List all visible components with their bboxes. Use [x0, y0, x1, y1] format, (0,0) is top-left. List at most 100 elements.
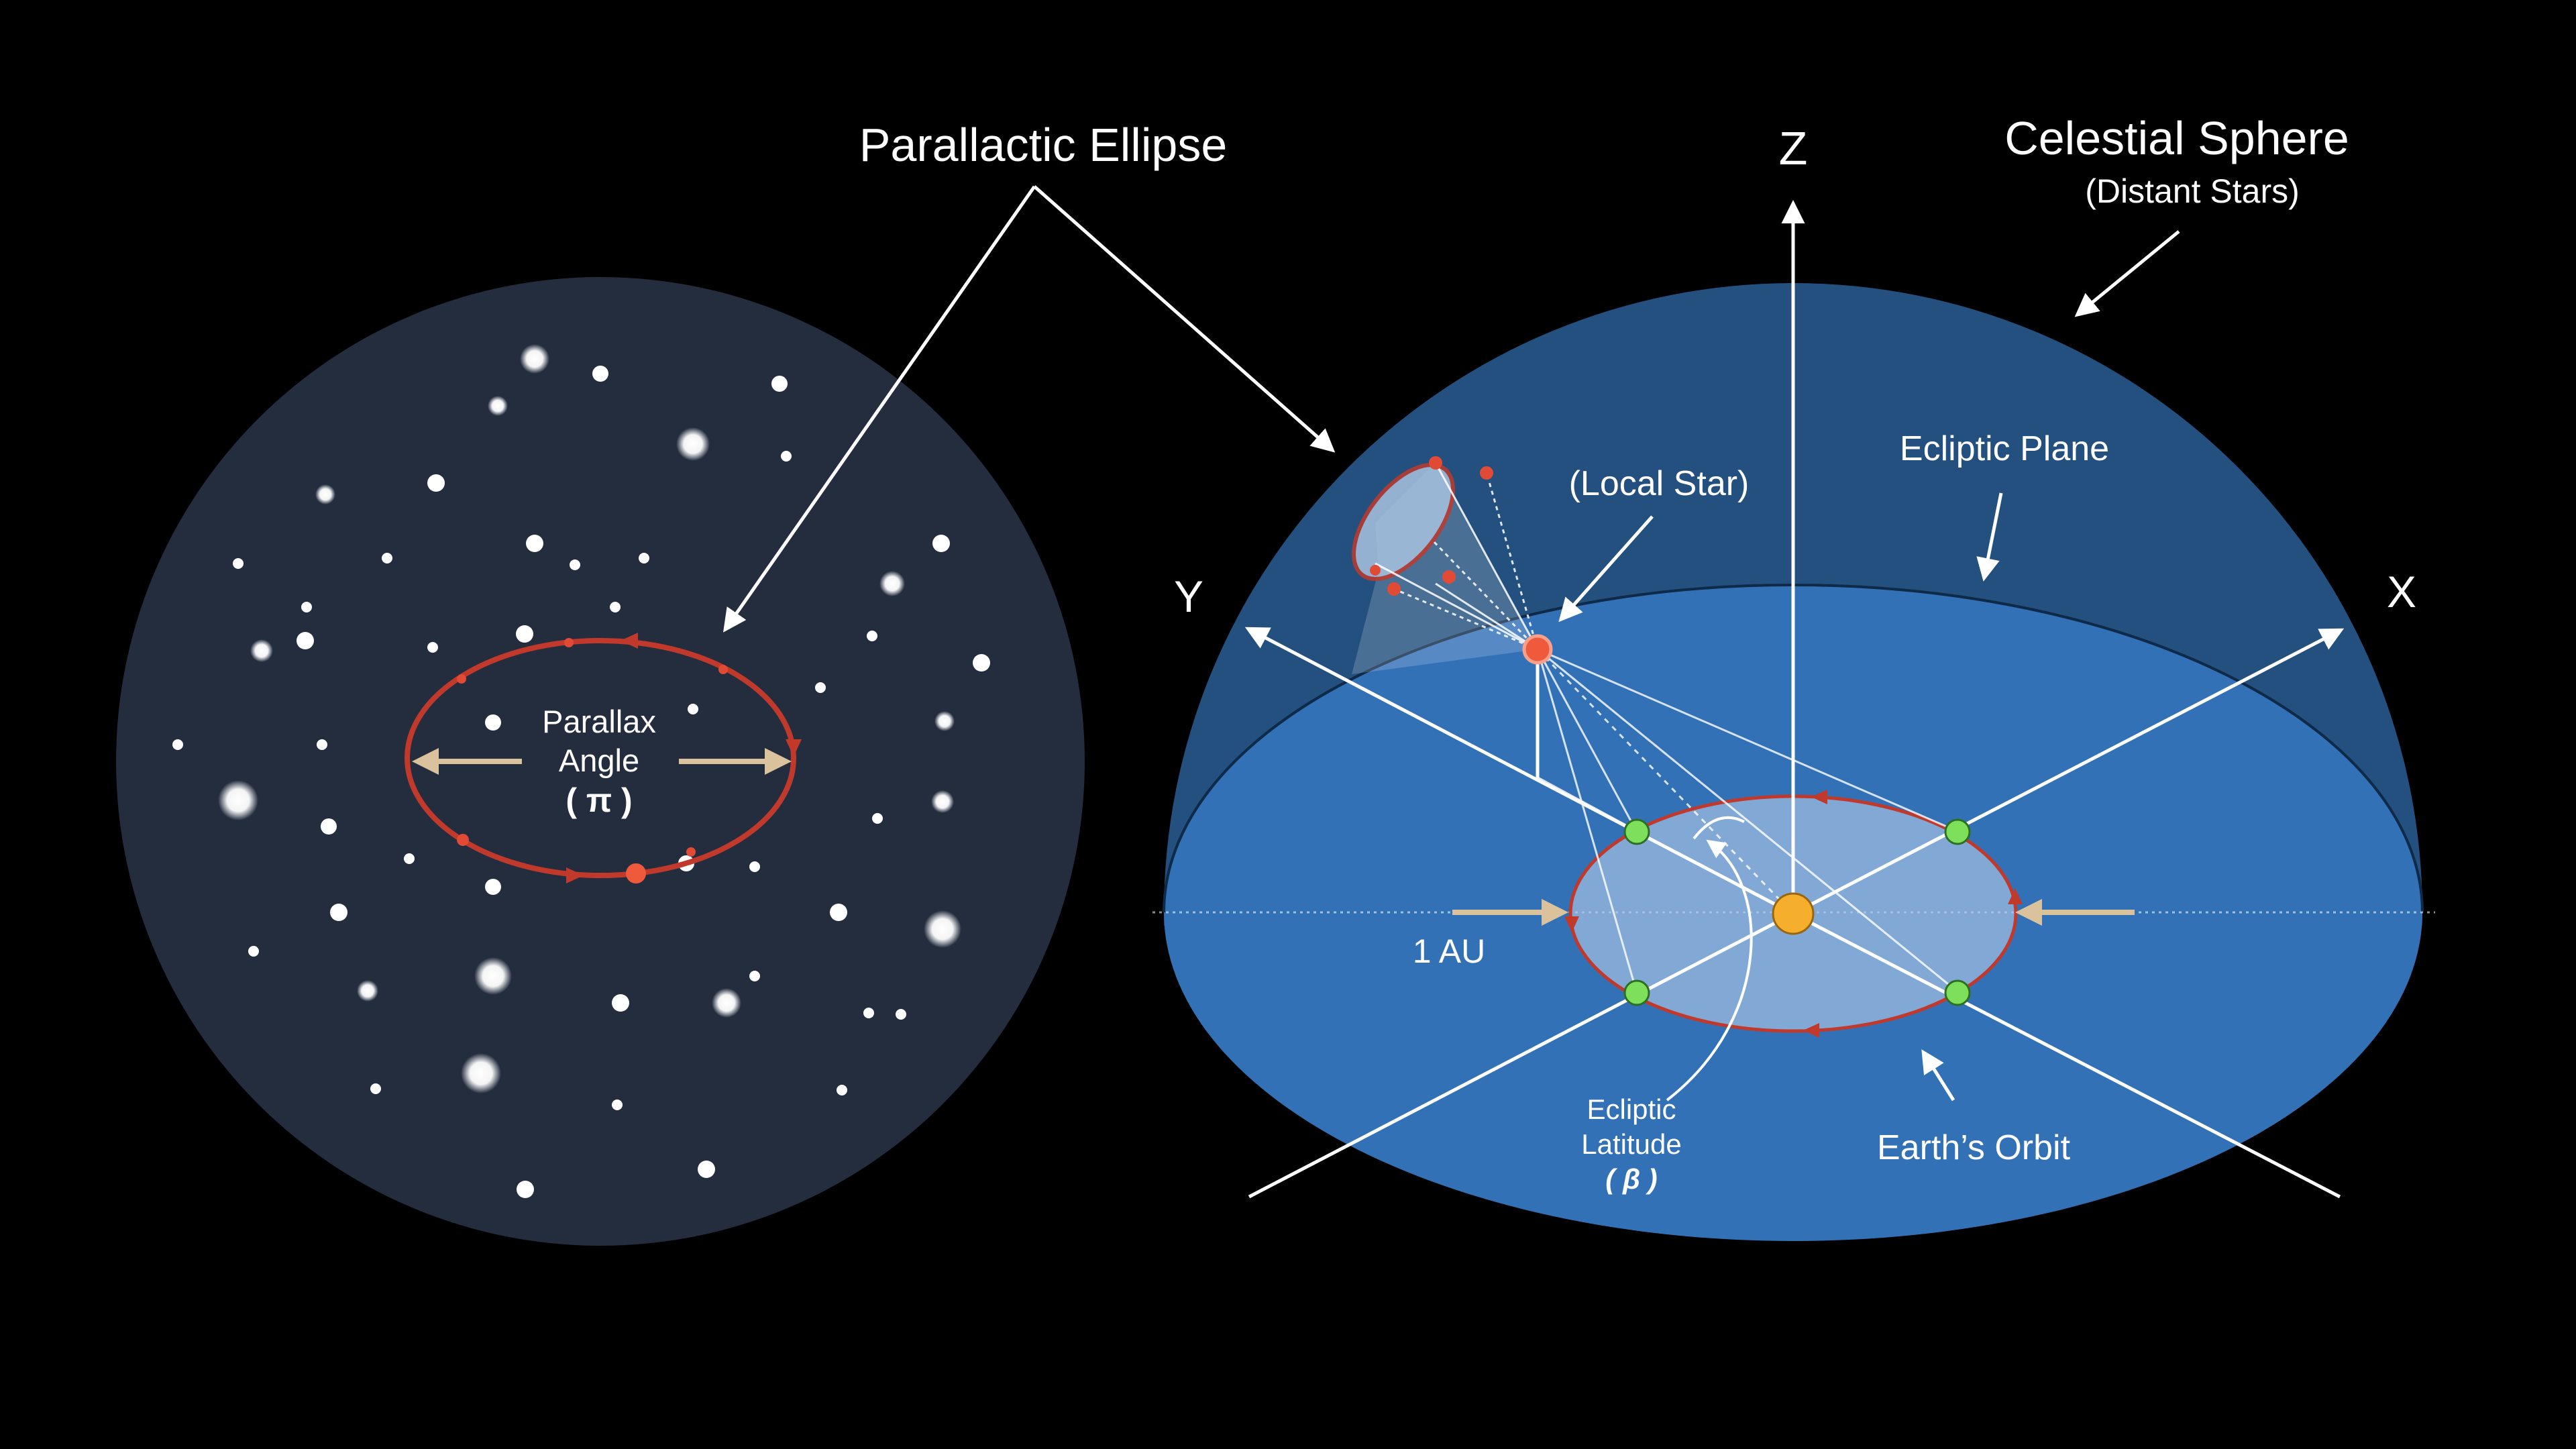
- background-star: [771, 376, 788, 392]
- distant-stars-subtitle: (Distant Stars): [2085, 172, 2300, 210]
- ecliptic-latitude-arc: [1693, 816, 1745, 840]
- orbit-direction-arrow: [1811, 790, 1827, 804]
- background-star: [712, 988, 741, 1018]
- background-star: [301, 602, 312, 612]
- background-star: [639, 553, 649, 564]
- background-star: [233, 558, 244, 569]
- background-star: [315, 484, 335, 504]
- local-star-label: (Local Star): [1569, 464, 1750, 503]
- background-star: [973, 654, 990, 672]
- orbit-direction-arrow: [621, 633, 638, 649]
- background-star: [698, 1161, 715, 1178]
- projection-rays: [1375, 462, 1539, 651]
- x-axis-negative: [1792, 912, 2341, 1199]
- pi-symbol-label: ( π ): [566, 782, 632, 819]
- background-star: [570, 559, 580, 570]
- background-star: [404, 853, 415, 864]
- background-star: [382, 553, 392, 564]
- background-star: [872, 813, 883, 824]
- sky-disc: [116, 277, 1085, 1246]
- callout-line-right: [1033, 185, 1336, 453]
- star-position-dot: [457, 834, 469, 846]
- background-star: [485, 714, 501, 731]
- background-star: [520, 344, 549, 374]
- background-star: [474, 957, 512, 995]
- background-star: [516, 625, 533, 643]
- background-star: [526, 535, 543, 552]
- background-star: [297, 632, 314, 649]
- background-star: [317, 739, 327, 750]
- parallactic-ellipse-projected: [1352, 462, 1455, 582]
- background-star: [676, 427, 710, 461]
- x-axis: [1792, 628, 2345, 916]
- background-star: [250, 639, 273, 662]
- background-star: [932, 535, 950, 552]
- orbit-direction-arrow: [786, 739, 802, 757]
- star-position-dot: [1429, 456, 1442, 470]
- earth-position: [1944, 818, 1971, 845]
- y-axis: [1244, 627, 1794, 916]
- background-star: [837, 1085, 847, 1095]
- angle-label: Angle: [559, 743, 639, 778]
- sight-lines: [1536, 648, 1960, 994]
- local-star-marker: [626, 863, 646, 883]
- local-star: [1522, 634, 1553, 665]
- background-star: [357, 980, 378, 1002]
- orbit-direction-arrow: [1803, 1023, 1819, 1038]
- background-star: [749, 861, 760, 872]
- star-position-dot: [1442, 570, 1456, 584]
- background-star: [815, 682, 826, 693]
- z-axis-label: Z: [1779, 122, 1808, 174]
- background-star: [485, 879, 501, 895]
- star-position-dot: [718, 665, 728, 674]
- ecliptic-latitude-label-line1: Ecliptic: [1587, 1093, 1676, 1125]
- star-position-dot: [1387, 582, 1401, 596]
- background-star: [330, 904, 347, 921]
- background-star: [867, 631, 877, 641]
- earth-position: [1623, 818, 1650, 845]
- x-axis-label: X: [2387, 567, 2416, 616]
- background-star: [924, 910, 961, 948]
- background-star: [592, 366, 608, 382]
- star-position-dot: [564, 638, 574, 647]
- background-star: [612, 994, 629, 1012]
- y-axis-negative: [1248, 912, 1794, 1199]
- sky-view-panel: Parallax Angle ( π ): [116, 277, 1085, 1246]
- background-star: [248, 946, 259, 957]
- celestial-sphere-pointer: [2074, 230, 2180, 317]
- background-star: [781, 451, 792, 462]
- y-axis-label: Y: [1174, 572, 1203, 621]
- parallax-ellipse: [405, 633, 802, 883]
- background-star: [931, 790, 954, 813]
- callout-line-left: [722, 185, 1036, 633]
- celestial-sphere-title: Celestial Sphere: [2004, 112, 2349, 164]
- background-star: [879, 571, 905, 596]
- background-star: [612, 1099, 623, 1110]
- background-star: [427, 642, 438, 653]
- sun: [1772, 892, 1815, 935]
- ecliptic-latitude-label-line2: Latitude: [1581, 1128, 1681, 1160]
- star-position-dot: [686, 847, 696, 857]
- background-star: [896, 1009, 906, 1020]
- local-star-pointer: [1558, 515, 1654, 623]
- one-au-label: 1 AU: [1413, 932, 1485, 970]
- orbit-direction-arrow: [566, 867, 584, 883]
- heliocentric-model-panel: [1152, 200, 2435, 1241]
- background-star: [934, 711, 955, 731]
- background-star: [863, 1008, 874, 1018]
- background-star: [749, 971, 760, 981]
- earths-orbit-pointer: [1921, 1049, 1955, 1102]
- latitude-pointer: [1666, 839, 1753, 1102]
- star-position-dot: [1370, 565, 1381, 576]
- ecliptic-plane-pointer: [1976, 492, 2003, 582]
- background-star: [218, 780, 258, 820]
- background-star: [427, 474, 445, 492]
- background-star: [610, 602, 621, 612]
- background-star: [461, 1053, 501, 1093]
- earths-orbit-label: Earth’s Orbit: [1877, 1128, 2071, 1167]
- background-star: [830, 904, 847, 921]
- background-star: [370, 1083, 381, 1094]
- parallax-label: Parallax: [542, 704, 656, 739]
- background-star: [321, 818, 337, 835]
